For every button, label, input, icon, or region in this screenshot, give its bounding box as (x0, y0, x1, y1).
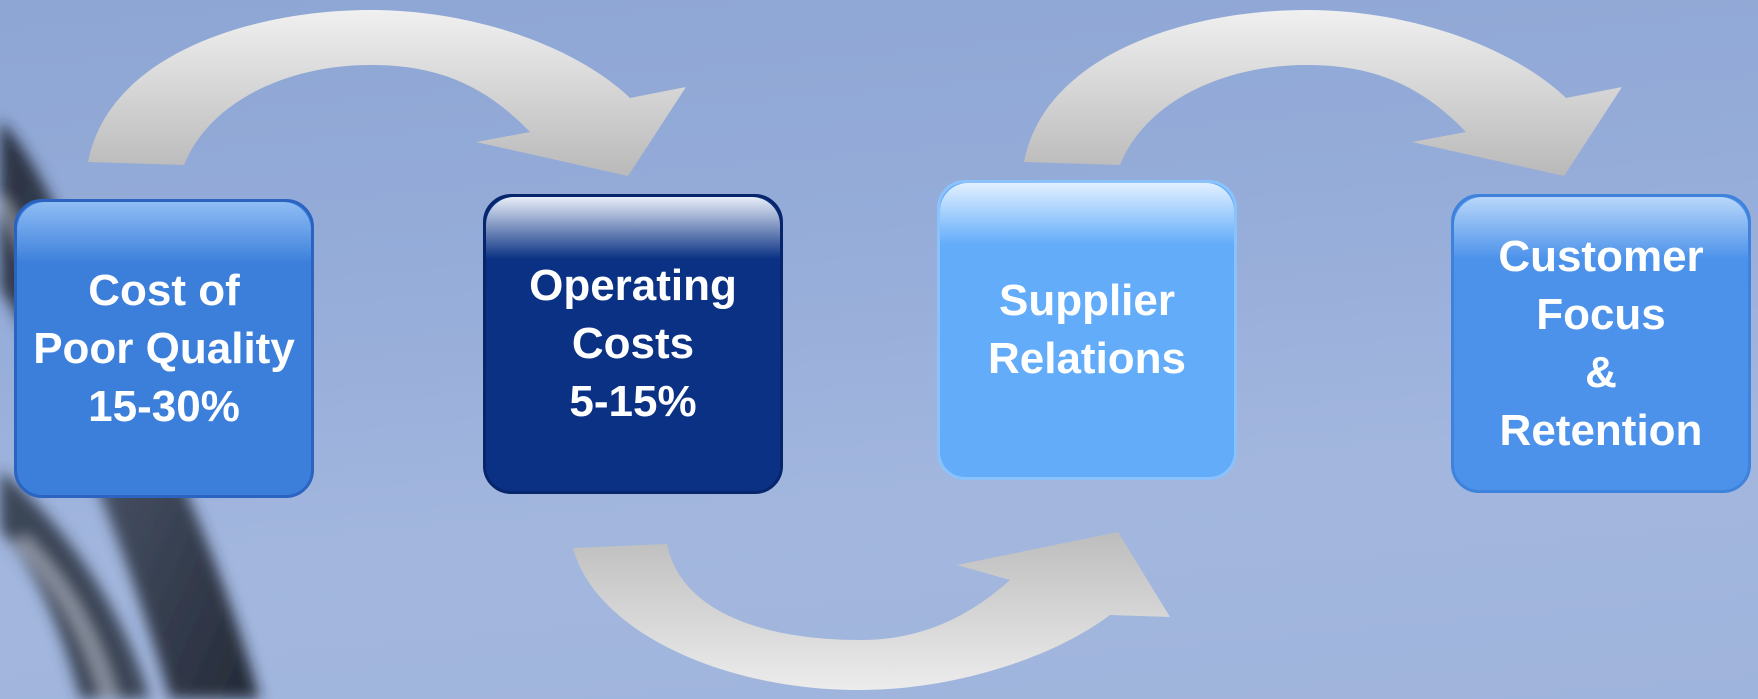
node-label: Cost of Poor Quality 15-30% (33, 265, 295, 431)
node-label: Customer Focus & Retention (1498, 231, 1704, 455)
node-gloss (940, 183, 1234, 245)
node-label: Supplier Relations (987, 276, 1187, 383)
node-cost-of-poor-quality: Cost of Poor Quality 15-30% (14, 199, 314, 498)
curved-arrow-3-to-4 (1024, 10, 1622, 176)
node-label: Operating Costs 5-15% (529, 261, 737, 426)
curved-arrow-2-to-3 (573, 532, 1170, 690)
node-customer-focus: Customer Focus & Retention (1451, 194, 1751, 493)
node-gloss (17, 202, 311, 264)
node-gloss (486, 197, 780, 259)
node-operating-costs: Operating Costs 5-15% (483, 194, 783, 494)
curved-arrow-1-to-2 (88, 10, 686, 176)
node-supplier-relations: Supplier Relations (937, 180, 1237, 480)
